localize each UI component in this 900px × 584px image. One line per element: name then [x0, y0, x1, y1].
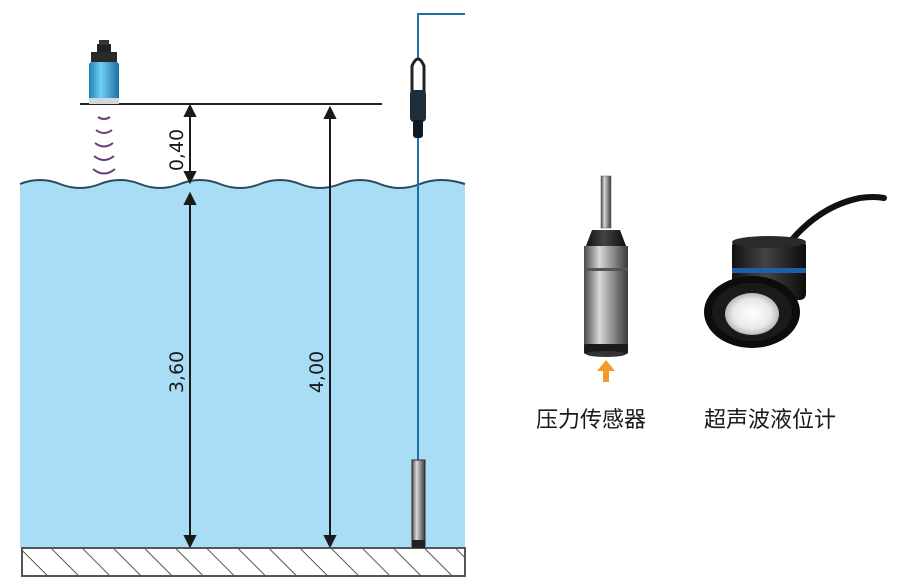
label-water-depth: 3,60 [166, 351, 188, 393]
ultrasonic-level-meter-product-icon [704, 194, 887, 348]
caption-ultrasonic-level-meter: 超声波液位计 [704, 408, 837, 433]
ground-hatch [21, 547, 466, 577]
sound-wave-icon [92, 116, 116, 175]
water-body [20, 180, 465, 548]
pressure-sensor-product-icon [584, 175, 628, 357]
label-total-depth: 4,00 [306, 351, 328, 393]
caption-pressure-sensor: 压力传感器 [536, 408, 647, 433]
sensor-cable [417, 13, 465, 462]
water-surface-line [19, 179, 466, 189]
cable-clamp-icon [410, 57, 426, 138]
dimension-total-depth [323, 105, 337, 549]
submerged-pressure-sensor-icon [411, 459, 426, 548]
dimension-air-gap [183, 103, 197, 185]
dimension-water-depth [183, 191, 197, 549]
pressure-arrow-icon [597, 360, 615, 382]
label-air-gap: 0,40 [166, 129, 188, 171]
ultrasonic-level-sensor-icon [89, 40, 119, 104]
